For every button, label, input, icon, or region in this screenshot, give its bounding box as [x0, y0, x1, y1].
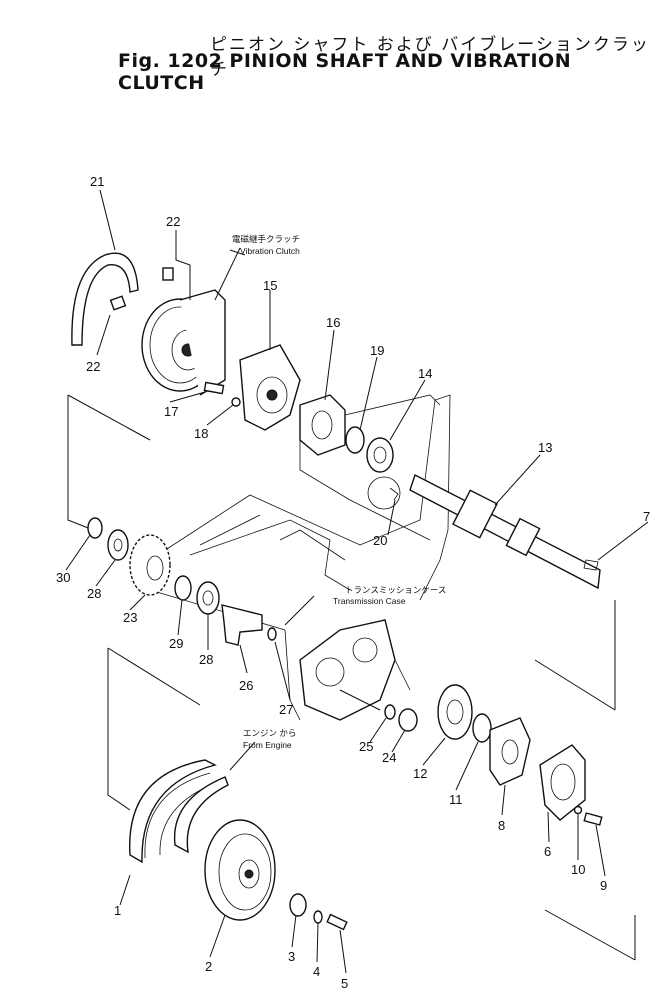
seal-11: [472, 713, 492, 743]
snap-ring-30: [87, 517, 103, 539]
bolt-22-left: [109, 295, 127, 311]
callout-3: 3: [288, 949, 295, 964]
shaft-gear-small: [505, 517, 541, 557]
captions: 電磁継手クラッチ Vibration Clutch トランスミッションケース T…: [232, 234, 446, 750]
callout-19: 19: [370, 343, 384, 358]
snap-ring-29: [174, 575, 192, 601]
figure-title-japanese: ピニオン シャフト および バイブレーションクラッチ: [210, 35, 650, 80]
key-20: [389, 487, 399, 501]
key-7: [583, 559, 599, 571]
washer-3: [289, 893, 307, 917]
transmission-case-caption-jp: トランスミッションケース: [345, 585, 446, 595]
callout-23: 23: [123, 610, 137, 625]
callout-28-right: 28: [199, 652, 213, 667]
bolt-22-top: [162, 267, 174, 281]
callout-2: 2: [205, 959, 212, 974]
figure-title: Fig. 1202 PINION SHAFT AND VIBRATION CLU…: [118, 50, 572, 94]
callout-18: 18: [194, 426, 208, 441]
transmission-case-caption: Transmission Case: [333, 596, 406, 606]
callout-22-left: 22: [86, 359, 100, 374]
callout-29: 29: [169, 636, 183, 651]
reference-lines: [67, 394, 636, 961]
drive-pulley-group: [129, 759, 348, 931]
callout-6: 6: [544, 844, 551, 859]
transmission-case-drawing: [149, 394, 451, 721]
callout-30: 30: [56, 570, 70, 585]
callout-11: 11: [449, 792, 463, 807]
callout-7: 7: [643, 509, 650, 524]
washer-10: [573, 805, 583, 815]
washer-18: [231, 397, 241, 407]
bearing-28-right: [196, 581, 220, 615]
part-callouts: 21 22 15 16 19 14 22 17 18 13 20 7 30 28…: [56, 174, 650, 990]
callout-9: 9: [600, 878, 607, 893]
pinion-shaft-13: [409, 474, 601, 590]
callout-20: 20: [373, 533, 387, 548]
callout-25: 25: [359, 739, 373, 754]
bolt-9: [583, 812, 603, 826]
gasket-8: [489, 717, 531, 786]
gear-23: [129, 534, 171, 596]
vibration-clutch-caption: Vibration Clutch: [240, 246, 300, 256]
callout-1: 1: [114, 903, 121, 918]
output-group: [384, 684, 603, 826]
gear-group: [87, 517, 277, 646]
callout-5: 5: [341, 976, 348, 990]
callout-10: 10: [571, 862, 585, 877]
pinion-shaft-group: [299, 394, 601, 590]
callout-28-left: 28: [87, 586, 101, 601]
bolt-17: [203, 381, 225, 395]
callout-26: 26: [239, 678, 253, 693]
case-flange: [299, 619, 396, 721]
callout-13: 13: [538, 440, 552, 455]
bearing-12: [437, 684, 473, 740]
from-engine-caption: From Engine: [243, 740, 292, 750]
gasket-16: [299, 394, 346, 456]
bolt-5: [326, 913, 348, 931]
bearing-28-left: [107, 529, 129, 561]
nut-24: [398, 708, 418, 732]
leader-lines: [65, 189, 649, 974]
clutch-bracket-15: [239, 344, 301, 431]
o-ring-27: [267, 627, 277, 641]
callout-17: 17: [164, 404, 178, 419]
callout-24: 24: [382, 750, 396, 765]
callout-4: 4: [313, 964, 320, 979]
callout-8: 8: [498, 818, 505, 833]
cover-6: [539, 744, 586, 821]
vibration-clutch-group: [71, 252, 301, 431]
callout-15: 15: [263, 278, 277, 293]
seal-19: [345, 426, 365, 454]
pulley-2: [204, 819, 276, 921]
callout-16: 16: [326, 315, 340, 330]
callout-22-top: 22: [166, 214, 180, 229]
washer-25: [384, 704, 396, 720]
belt-part-21: [71, 252, 139, 346]
callout-14: 14: [418, 366, 432, 381]
v-belt-1: [129, 759, 217, 864]
from-engine-caption-jp: エンジン から: [243, 728, 296, 738]
shaft-26: [221, 604, 263, 646]
lock-washer-4: [313, 910, 323, 924]
bearing-14: [366, 437, 394, 473]
vibration-clutch-caption-jp: 電磁継手クラッチ: [232, 234, 300, 244]
callout-21: 21: [90, 174, 104, 189]
callout-12: 12: [413, 766, 427, 781]
shaft-gear-large: [452, 489, 498, 539]
callout-27: 27: [279, 702, 293, 717]
